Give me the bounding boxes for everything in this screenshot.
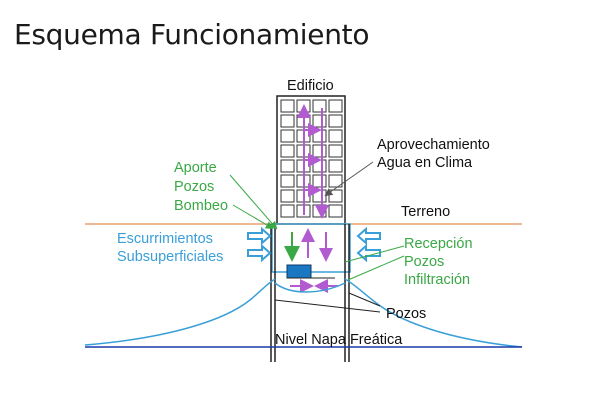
water-table-label: Nivel Napa Freática: [275, 332, 403, 348]
usage-label-line2: Agua en Clima: [377, 155, 473, 171]
reception-label-line2: Pozos: [404, 254, 444, 270]
leader-lines: [229, 161, 405, 313]
building: [276, 95, 346, 225]
slide-title: Esquema Funcionamiento: [14, 18, 370, 51]
supply-label-line3: Bombeo: [174, 198, 228, 214]
runoff-label-line1: Escurrimientos: [117, 231, 213, 247]
supply-label-line2: Pozos: [174, 179, 214, 195]
runoff-arrows: [247, 226, 381, 263]
usage-label-line1: Aprovechamiento: [377, 137, 490, 153]
circulation-arrows: [297, 104, 329, 219]
supply-label-line1: Aporte: [174, 160, 217, 176]
ground-label: Terreno: [401, 204, 450, 220]
foundation: [271, 223, 351, 293]
building-label: Edificio: [287, 78, 334, 94]
drawdown-curves: [84, 278, 523, 348]
runoff-label-line2: Subsuperficiales: [117, 249, 223, 265]
reception-label-line1: Recepción: [404, 236, 473, 252]
reception-label-line3: Infiltración: [404, 272, 470, 288]
wells-label: Pozos: [386, 306, 426, 322]
